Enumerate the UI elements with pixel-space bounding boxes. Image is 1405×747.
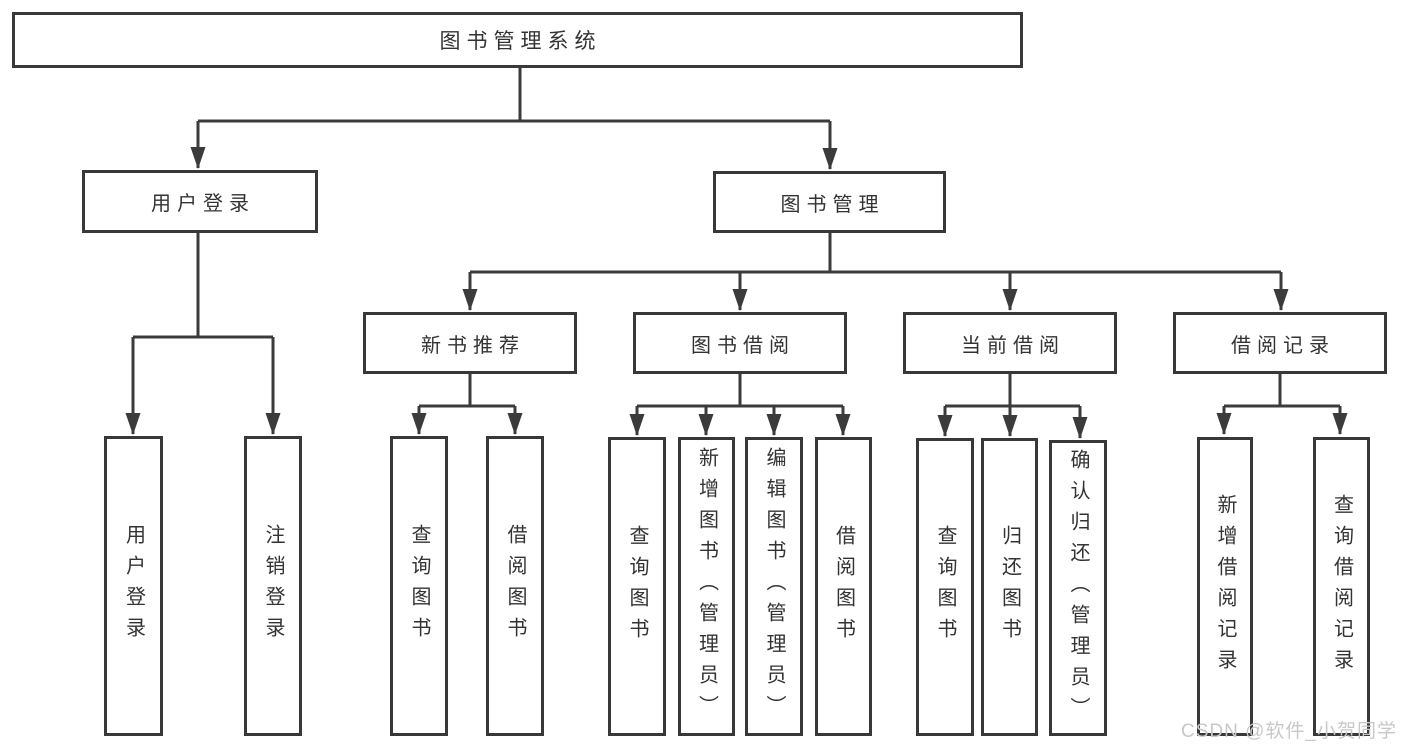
leaf-borrowing-add-books-admin: 新增图书（管理员）: [678, 437, 735, 736]
leaf-borrowing-query-books: 查询图书: [608, 437, 666, 736]
node-current-borrowing: 当前借阅: [903, 312, 1117, 374]
node-book-management: 图书管理: [713, 171, 946, 233]
connector-records-trunk: [1224, 374, 1340, 408]
leaf-newbooks-query-books: 查询图书: [390, 436, 448, 736]
node-root: 图书管理系统: [12, 12, 1023, 68]
leaf-records-query-record: 查询借阅记录: [1313, 437, 1370, 736]
leaf-user-login: 用户登录: [104, 436, 163, 736]
connector-new-books-trunk: [419, 374, 515, 408]
connector-root-trunk: [198, 66, 830, 123]
leaf-borrowing-borrow-books: 借阅图书: [815, 437, 872, 736]
connector-current-trunk: [945, 374, 1080, 408]
leaf-newbooks-borrow-books: 借阅图书: [486, 436, 544, 736]
node-user-login: 用户登录: [82, 170, 318, 233]
connector-borrowing-trunk: [637, 374, 843, 408]
node-borrowing-records: 借阅记录: [1173, 312, 1387, 374]
connector-book-management-trunk: [470, 233, 1281, 274]
connector-user-login-trunk: [133, 233, 273, 339]
leaf-current-confirm-return-admin: 确认归还（管理员）: [1049, 440, 1107, 736]
node-book-borrowing: 图书借阅: [633, 312, 847, 374]
leaf-borrowing-edit-books-admin: 编辑图书（管理员）: [745, 437, 803, 736]
node-new-book-recommend: 新书推荐: [363, 312, 577, 374]
leaf-current-query-books: 查询图书: [916, 438, 974, 736]
leaf-logout-login: 注销登录: [244, 436, 302, 736]
leaf-records-add-record: 新增借阅记录: [1197, 437, 1253, 736]
leaf-current-return-books: 归还图书: [981, 438, 1038, 736]
csdn-watermark: CSDN @软件_小贺同学: [1181, 721, 1397, 742]
